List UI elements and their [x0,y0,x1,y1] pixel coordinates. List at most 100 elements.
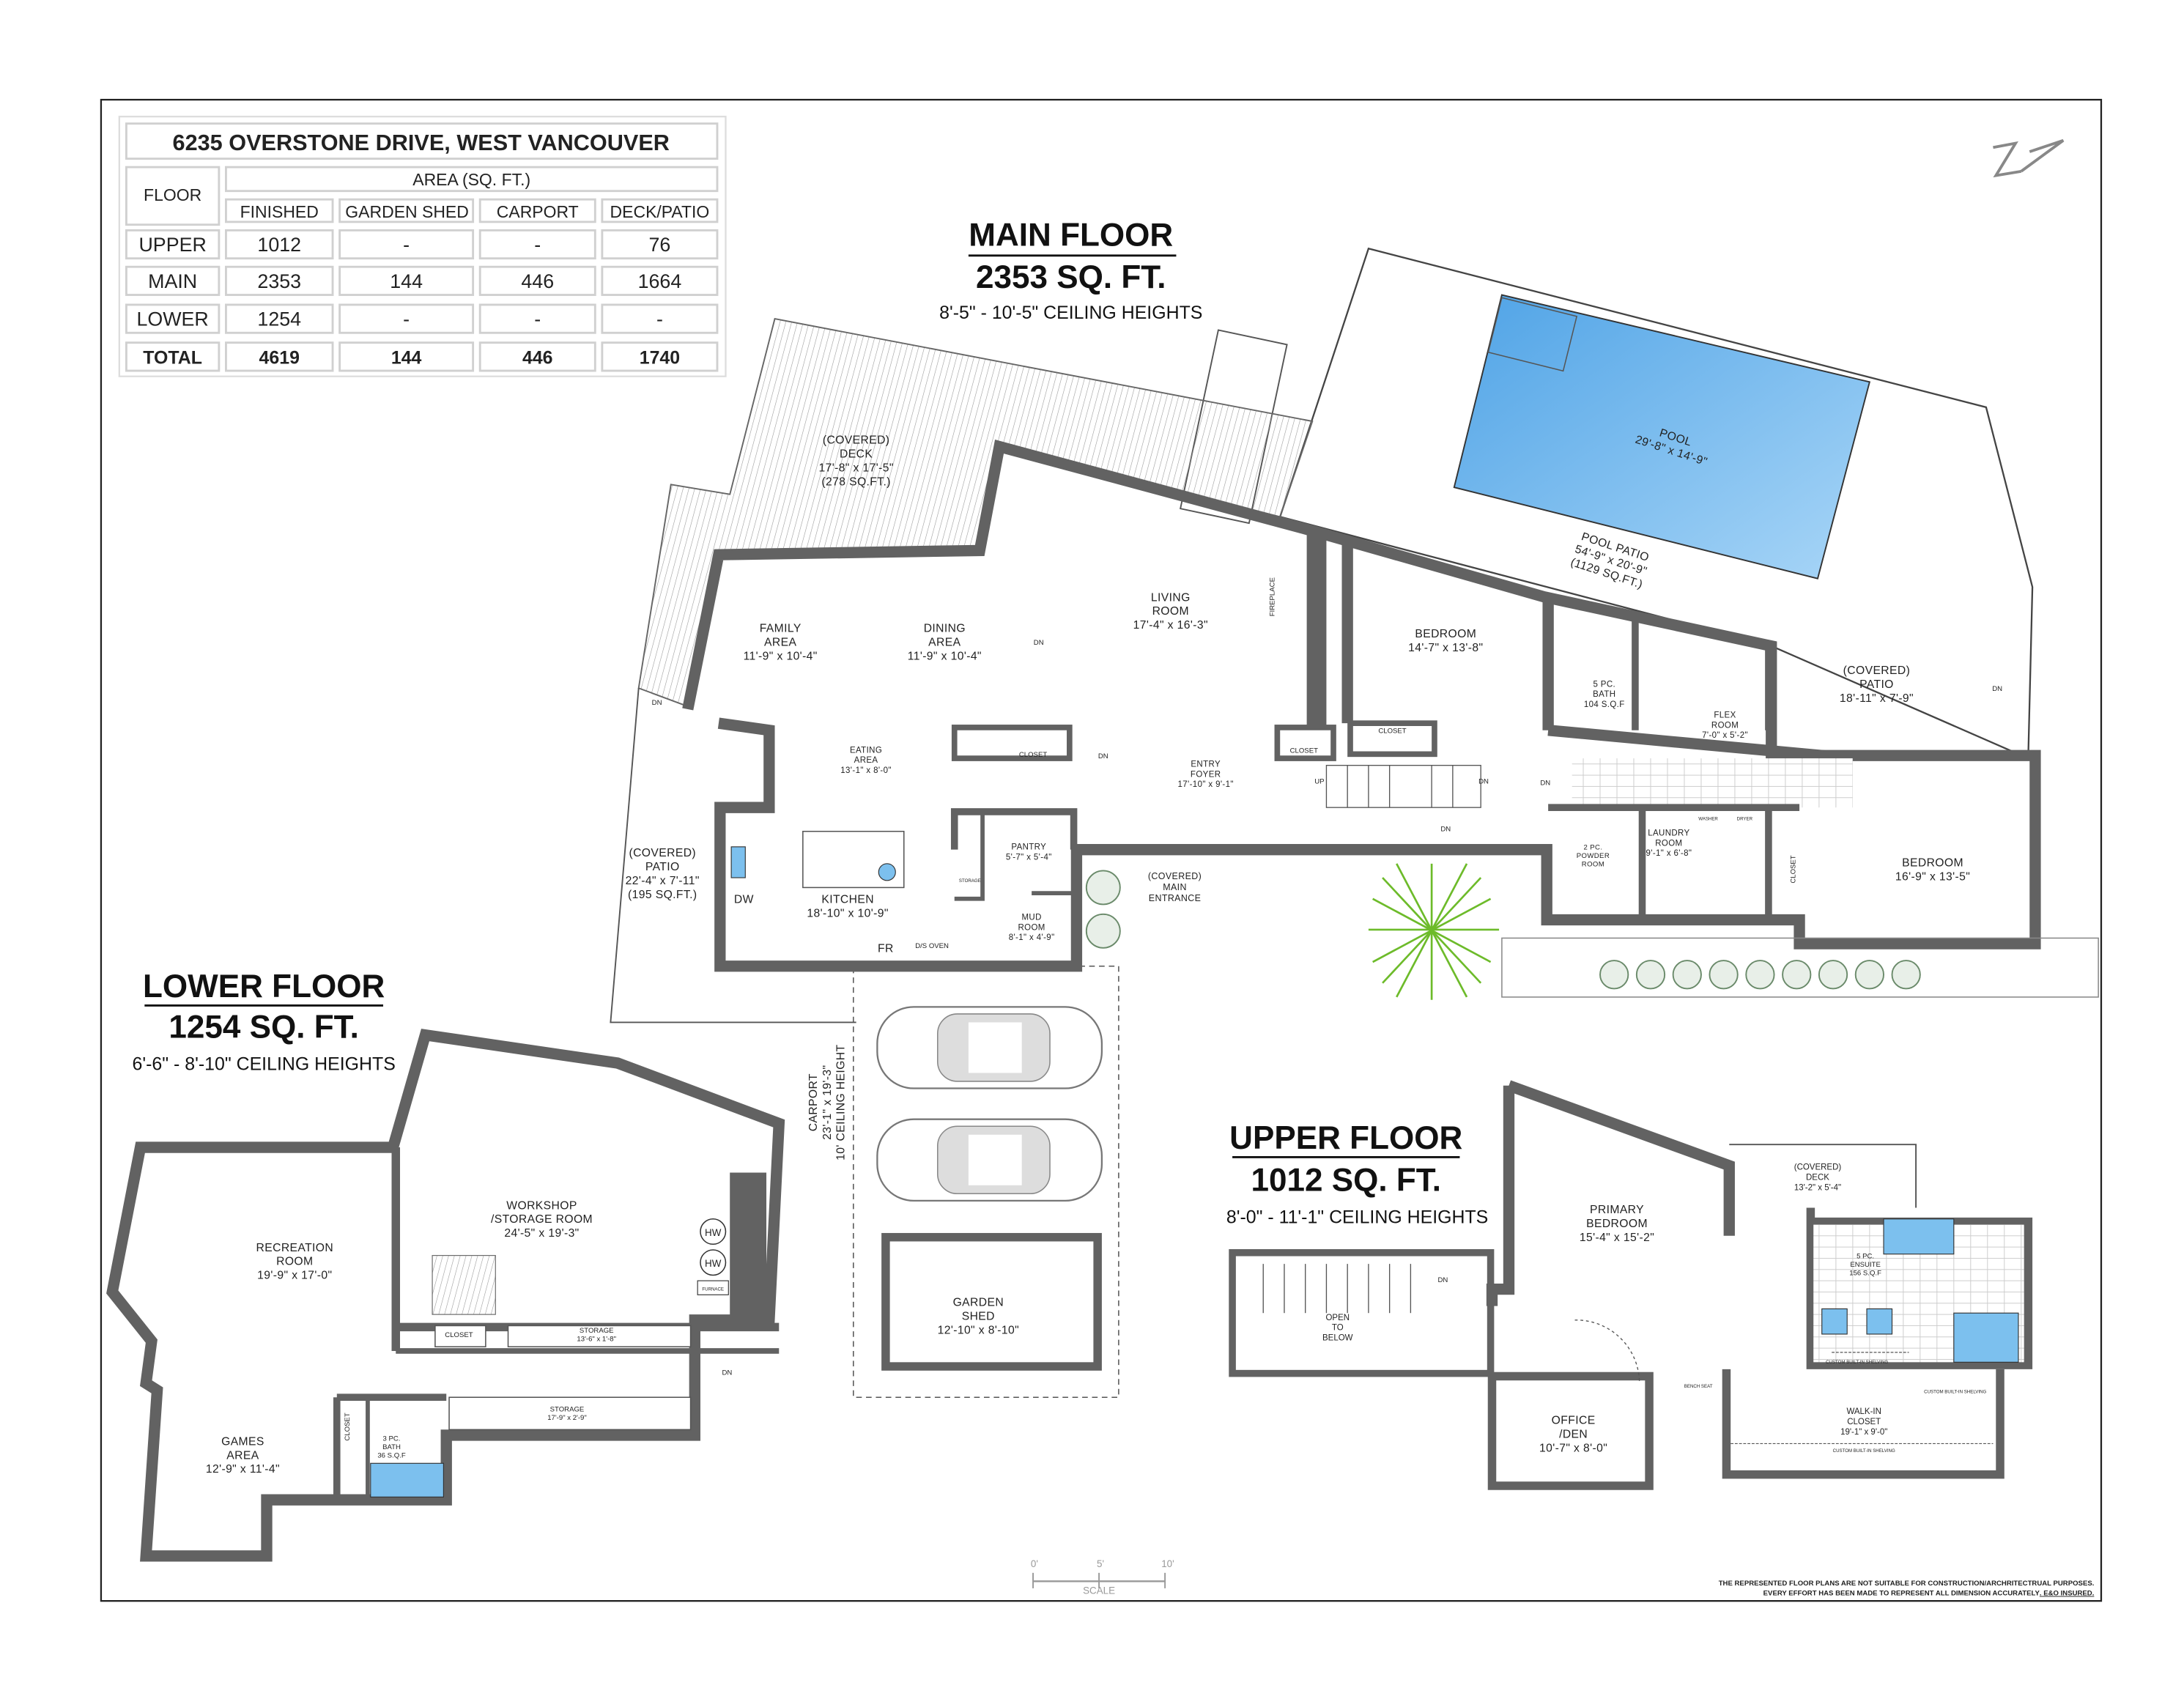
table-cell [601,229,719,260]
sheet-border [100,98,2103,1602]
room-label-line: 11'-9" x 10'-4" [908,650,982,662]
room-label-line: 15'-4" x 15'-2" [1580,1232,1654,1244]
table-cell [601,341,719,372]
room-label-line: 17'-4" x 16'-3" [1133,619,1208,632]
column-header: DECK/PATIO [610,202,710,221]
room-label-line: AREA [928,636,960,648]
room-label-line: FLEX [1714,711,1736,719]
car-icon [876,1006,1103,1089]
room-label-line: BEDROOM [1902,857,1963,870]
room-label-line: 5 PC. [1593,680,1615,689]
upper-floor-ceiling: 8'-0" - 11'-1" CEILING HEIGHTS [1226,1207,1488,1228]
oven-label: D/S OVEN [915,942,949,950]
room-label-line: 23'-1" x 19'-3" [821,1065,834,1140]
scale-label: SCALE [1083,1585,1115,1596]
table-cell [338,229,475,260]
area-table: 6235 OVERSTONE DRIVE, WEST VANCOUVER FLO… [118,115,727,377]
room-label-line: 12'-10" x 8'-10" [938,1324,1019,1336]
disclaimer-text: EVERY EFFORT HAS BEEN MADE TO REPRESENT … [1763,1589,2040,1597]
upper-floor-title: UPPER FLOOR [1229,1120,1462,1156]
room-label-line: AREA [226,1449,259,1462]
room-label-line: ENTRY [1191,760,1221,769]
room-label-line: 19'-1" x 9'-0" [1840,1428,1887,1437]
room-label-line: MUD [1021,914,1041,922]
room-label-line: 9'-1" x 6'-8" [1646,849,1692,858]
room-label-line: 5'-7" x 5'-4" [1006,853,1052,862]
bench-seat-label: BENCH SEAT [1684,1384,1713,1389]
room-label-line: PATIO [645,861,680,873]
room-label-line: MAIN [1163,882,1187,892]
room-label-line: STORAGE [580,1327,614,1335]
room-label-line: ROOM [1711,721,1739,730]
shelving-label: CUSTOM BUILT-IN SHELVING [1924,1389,1986,1394]
room-label-line: (COVERED) [823,434,890,447]
room-label-line: OFFICE [1552,1415,1596,1427]
room-label-line: DINING [924,623,966,635]
table-cell [125,341,221,372]
room-label-line: 104 S.Q.F [1584,700,1625,709]
stairs-down-label: DN [1098,752,1108,760]
room-label-line: BATH [382,1443,401,1451]
stairs-down-label: DN [1438,1276,1448,1284]
table-cell [601,303,719,334]
room-label-line: EATING [850,746,882,755]
room-label-line: 18'-11" x 7'-9" [1840,692,1914,705]
row-floor-label: TOTAL [143,347,202,368]
room-label-line: PATIO [1859,678,1894,691]
shelving-label: CUSTOM BUILT-IN SHELVING [1833,1448,1895,1454]
room-label-line: GAMES [221,1435,264,1448]
room-label-line: (COVERED) [629,847,696,859]
column-header: CARPORT [497,202,579,221]
shelving-label: CUSTOM BUILT-IN SHELVING [1826,1360,1888,1365]
room-label-line: (COVERED) [1843,665,1911,677]
room-label-line: DECK [1806,1173,1829,1182]
table-cell [478,265,596,296]
stairs-up-label: UP [1314,778,1324,786]
table-cell [478,229,596,260]
area-value: 1664 [638,270,682,292]
room-label-line: 13'-2" x 5'-4" [1794,1183,1841,1192]
room-label-line: BATH [1593,690,1615,699]
disclaimer-line-2: EVERY EFFORT HAS BEEN MADE TO REPRESENT … [1763,1589,2095,1597]
room-label-closet: CLOSET [445,1331,473,1339]
room-label-line: 10'-7" x 8'-0" [1539,1442,1607,1454]
room-label-line: (COVERED) [1794,1163,1842,1172]
table-cell [601,265,719,296]
room-label-line: /DEN [1559,1428,1588,1440]
room-label-line: SHED [962,1310,995,1322]
area-value: 446 [522,347,553,368]
room-label-line: PANTRY [1011,843,1046,852]
room-label-line: 3 PC. [383,1435,401,1443]
room-label-line: GARDEN [953,1297,1004,1309]
washer-label: WASHER [1698,816,1718,821]
room-label-line: 22'-4" x 7'-11" [626,875,700,887]
tree-icon [1368,863,1500,1000]
room-label-line: BEDROOM [1415,628,1476,640]
hot-water-label: HW [705,1227,722,1238]
shrub-icons [1085,870,1921,990]
room-label-line: AREA [854,756,878,765]
table-cell [225,303,334,334]
